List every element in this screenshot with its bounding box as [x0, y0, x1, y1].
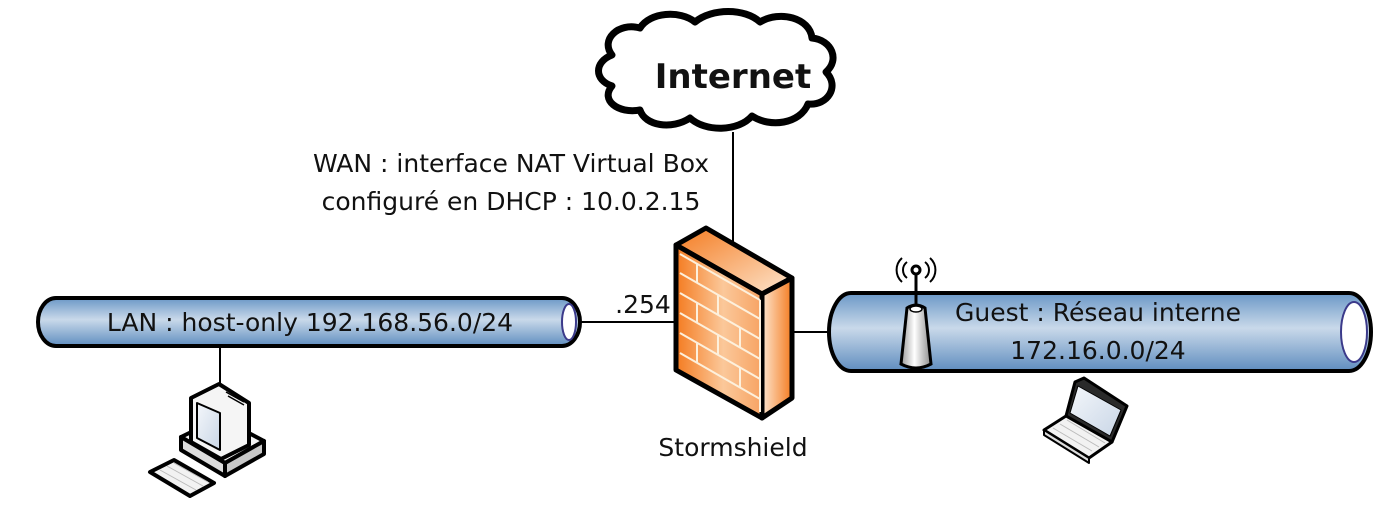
firewall: Stormshield: [658, 225, 808, 462]
guest-label-line1: Guest : Réseau interne: [955, 298, 1241, 327]
pipe-end-ring: [1340, 301, 1368, 363]
firewall-lan-ip: .254: [615, 290, 671, 319]
wan-label-line2: configuré en DHCP : 10.0.2.15: [322, 187, 701, 216]
internet-label: Internet: [655, 57, 811, 97]
guest-label-line2: 172.16.0.0/24: [1010, 336, 1185, 365]
cloud-icon: [595, 8, 837, 132]
network-pipe-icon: [827, 291, 1373, 373]
guest-pipe: Guest : Réseau interne 172.16.0.0/24: [827, 291, 1373, 373]
brick-pattern: [679, 253, 761, 412]
wan-label-line1: WAN : interface NAT Virtual Box: [313, 149, 709, 178]
wireless-access-point-icon: [895, 257, 937, 370]
firewall-icon: [673, 225, 795, 421]
wifi-signal-icon: [895, 257, 937, 283]
firewall-label: Stormshield: [658, 433, 807, 462]
lan-pipe: LAN : host-only 192.168.56.0/24: [36, 296, 582, 348]
pipe-end-ring: [561, 303, 577, 341]
desktop-computer-icon: [148, 382, 266, 498]
lan-label: LAN : host-only 192.168.56.0/24: [107, 308, 513, 337]
network-pipe-icon: [36, 296, 582, 348]
internet-cloud: Internet: [595, 8, 837, 132]
laptop-icon: [1042, 376, 1129, 464]
